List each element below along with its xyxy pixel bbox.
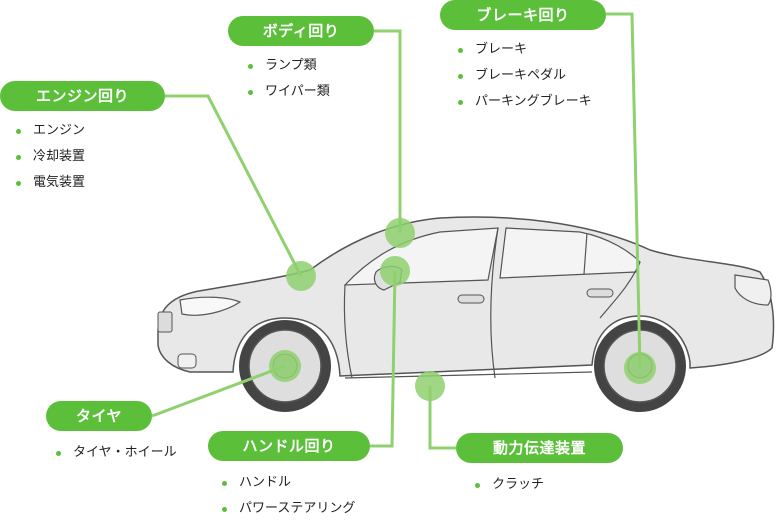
category-list-drivetrain: クラッチ: [472, 472, 544, 498]
marker-brake: [624, 352, 656, 384]
list-item: ワイパー類: [245, 79, 330, 105]
item-label: クラッチ: [492, 477, 545, 492]
front-grille: [157, 311, 173, 333]
item-label: ランプ類: [265, 58, 317, 73]
category-label-drivetrain: 動力伝達装置: [456, 433, 623, 463]
connector-steering: [370, 270, 397, 448]
bullet-icon: [248, 90, 253, 95]
door-handle-rear: [586, 288, 614, 298]
bullet-icon: [16, 181, 21, 186]
list-item: クラッチ: [472, 472, 544, 498]
marker-steering: [380, 256, 410, 286]
list-item: 冷却装置: [13, 144, 85, 170]
side-sill: [344, 371, 593, 379]
list-item: 電気装置: [13, 170, 85, 196]
door-handle-front: [457, 294, 485, 304]
category-list-steering: ハンドル パワーステアリング: [219, 470, 355, 522]
bullet-icon: [16, 129, 21, 134]
list-item: ハンドル: [219, 470, 355, 496]
category-label-brake: ブレーキ回り: [440, 0, 606, 30]
bullet-icon: [458, 48, 463, 53]
item-label: 電気装置: [33, 175, 86, 190]
marker-body: [385, 218, 415, 248]
bullet-icon: [56, 451, 61, 456]
marker-drivetrain: [415, 371, 445, 401]
door-line-front: [343, 284, 353, 379]
door-line-mid: [490, 227, 499, 379]
bullet-icon: [458, 100, 463, 105]
window-pillar: [583, 232, 588, 275]
bullet-icon: [458, 74, 463, 79]
rear-window: [499, 227, 641, 279]
item-label: パーキングブレーキ: [475, 94, 592, 109]
item-label: ブレーキペダル: [475, 68, 567, 83]
category-list-body: ランプ類 ワイパー類: [245, 53, 330, 105]
category-list-engine: エンジン 冷却装置 電気装置: [13, 118, 85, 196]
list-item: タイヤ・ホイール: [53, 440, 177, 466]
connector-tire: [151, 364, 286, 418]
list-item: パーキングブレーキ: [455, 89, 592, 115]
category-label-body: ボディ回り: [228, 16, 374, 46]
category-label-tire: タイヤ: [46, 401, 152, 431]
fog-light: [177, 353, 197, 369]
list-item: エンジン: [13, 118, 85, 144]
category-list-brake: ブレーキ ブレーキペダル パーキングブレーキ: [455, 37, 592, 115]
item-label: エンジン: [33, 123, 86, 138]
bullet-icon: [248, 64, 253, 69]
list-item: パワーステアリング: [219, 496, 355, 522]
category-label-steering: ハンドル回り: [208, 431, 370, 461]
bullet-icon: [475, 483, 480, 488]
marker-engine: [286, 261, 316, 291]
headlight: [179, 296, 242, 316]
connector-engine: [165, 94, 303, 277]
category-label-engine: エンジン回り: [0, 81, 165, 111]
item-label: ハンドル: [239, 475, 292, 490]
item-label: 冷却装置: [33, 149, 86, 164]
list-item: ブレーキ: [455, 37, 592, 63]
category-list-tire: タイヤ・ホイール: [53, 440, 177, 466]
item-label: タイヤ・ホイール: [73, 445, 177, 460]
item-label: ブレーキ: [475, 42, 528, 57]
list-item: ランプ類: [245, 53, 330, 79]
marker-tire: [269, 350, 301, 382]
tail-light: [734, 274, 772, 306]
item-label: ワイパー類: [265, 84, 330, 99]
connector-brake: [606, 12, 642, 369]
list-item: ブレーキペダル: [455, 63, 592, 89]
connector-drivetrain: [428, 386, 456, 450]
item-label: パワーステアリング: [239, 501, 356, 516]
bullet-icon: [222, 481, 227, 486]
bullet-icon: [16, 155, 21, 160]
connector-body: [374, 29, 402, 233]
bullet-icon: [222, 507, 227, 512]
